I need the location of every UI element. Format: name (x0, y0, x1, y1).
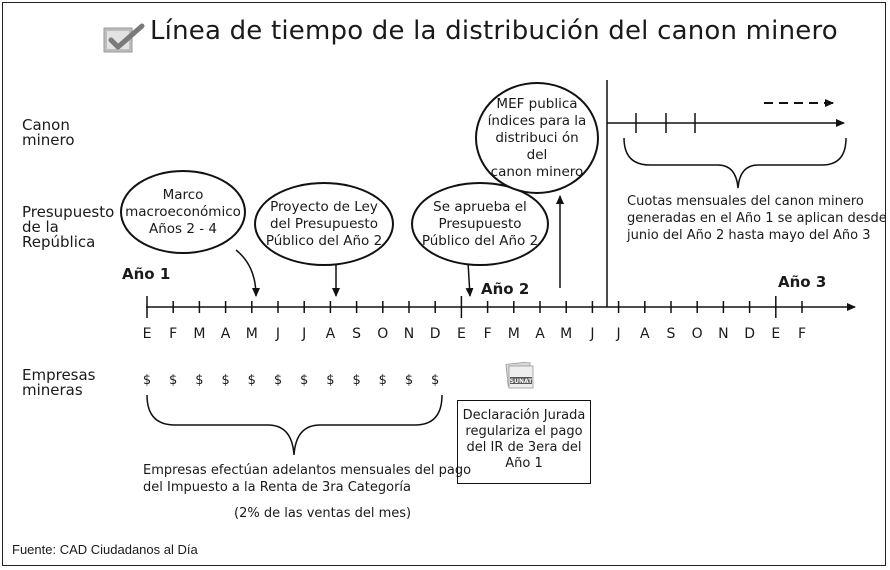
monthly-payment-symbol: $ (142, 373, 152, 388)
month-label: D (429, 326, 441, 342)
month-label: S (666, 326, 676, 342)
month-label: F (483, 326, 492, 342)
checkbox-check-icon (103, 23, 145, 53)
month-label: O (377, 326, 389, 342)
month-label: M (193, 326, 206, 342)
monthly-payment-symbol: $ (326, 373, 335, 388)
empresas-brace (146, 394, 443, 456)
source-note: Fuente: CAD Ciudadanos al Día (12, 542, 198, 557)
monthly-payment-symbol: $ (300, 373, 309, 388)
month-label: S (352, 326, 362, 342)
empresas-percentage: (2% de las ventas del mes) (234, 506, 412, 521)
month-label: E (142, 326, 152, 342)
monthly-payment-symbol: $ (431, 373, 440, 388)
month-label: A (220, 326, 231, 342)
aprueba-arrow (465, 261, 474, 297)
year-label-3: Año 3 (778, 273, 827, 291)
month-label: O (691, 326, 703, 342)
monthly-payment-symbol: $ (195, 373, 204, 388)
monthly-payment-symbol: $ (404, 373, 414, 388)
month-label: E (771, 326, 781, 342)
year-label-1: Año 1 (122, 265, 171, 283)
month-label: M (560, 326, 573, 342)
monthly-payment-symbol: $ (169, 373, 178, 388)
sunat-logo: SUNAT (503, 361, 537, 392)
month-label: J (590, 326, 595, 342)
month-label: J (302, 326, 307, 342)
month-label: F (797, 326, 807, 342)
year-label-2: Año 2 (481, 280, 530, 298)
monthly-payment-symbol: $ (352, 373, 361, 388)
month-label: E (456, 326, 466, 342)
monthly-payment-symbol: $ (273, 373, 283, 388)
month-label: J (275, 326, 281, 342)
month-label: N (403, 326, 415, 342)
timeline-ticks (146, 296, 803, 318)
month-label: A (535, 326, 545, 342)
svg-text:SUNAT: SUNAT (510, 378, 533, 385)
month-label: F (169, 326, 178, 342)
marco-arrow (235, 249, 260, 297)
month-label: A (325, 326, 336, 342)
month-label: D (744, 326, 755, 342)
monthly-payment-symbol: $ (221, 373, 230, 388)
cuotas-brace (623, 137, 847, 189)
monthly-payment-symbol: $ (378, 373, 387, 388)
monthly-payment-symbol: $ (247, 373, 256, 388)
empresas-note: Empresas efectúan adelantos mensuales de… (143, 463, 472, 495)
month-label: A (640, 326, 650, 342)
month-label: J (616, 326, 621, 342)
month-label: M (507, 326, 520, 342)
month-label: M (245, 326, 258, 342)
month-label: N (718, 326, 729, 342)
diagram-title: Línea de tiempo de la distribución del c… (150, 16, 838, 46)
